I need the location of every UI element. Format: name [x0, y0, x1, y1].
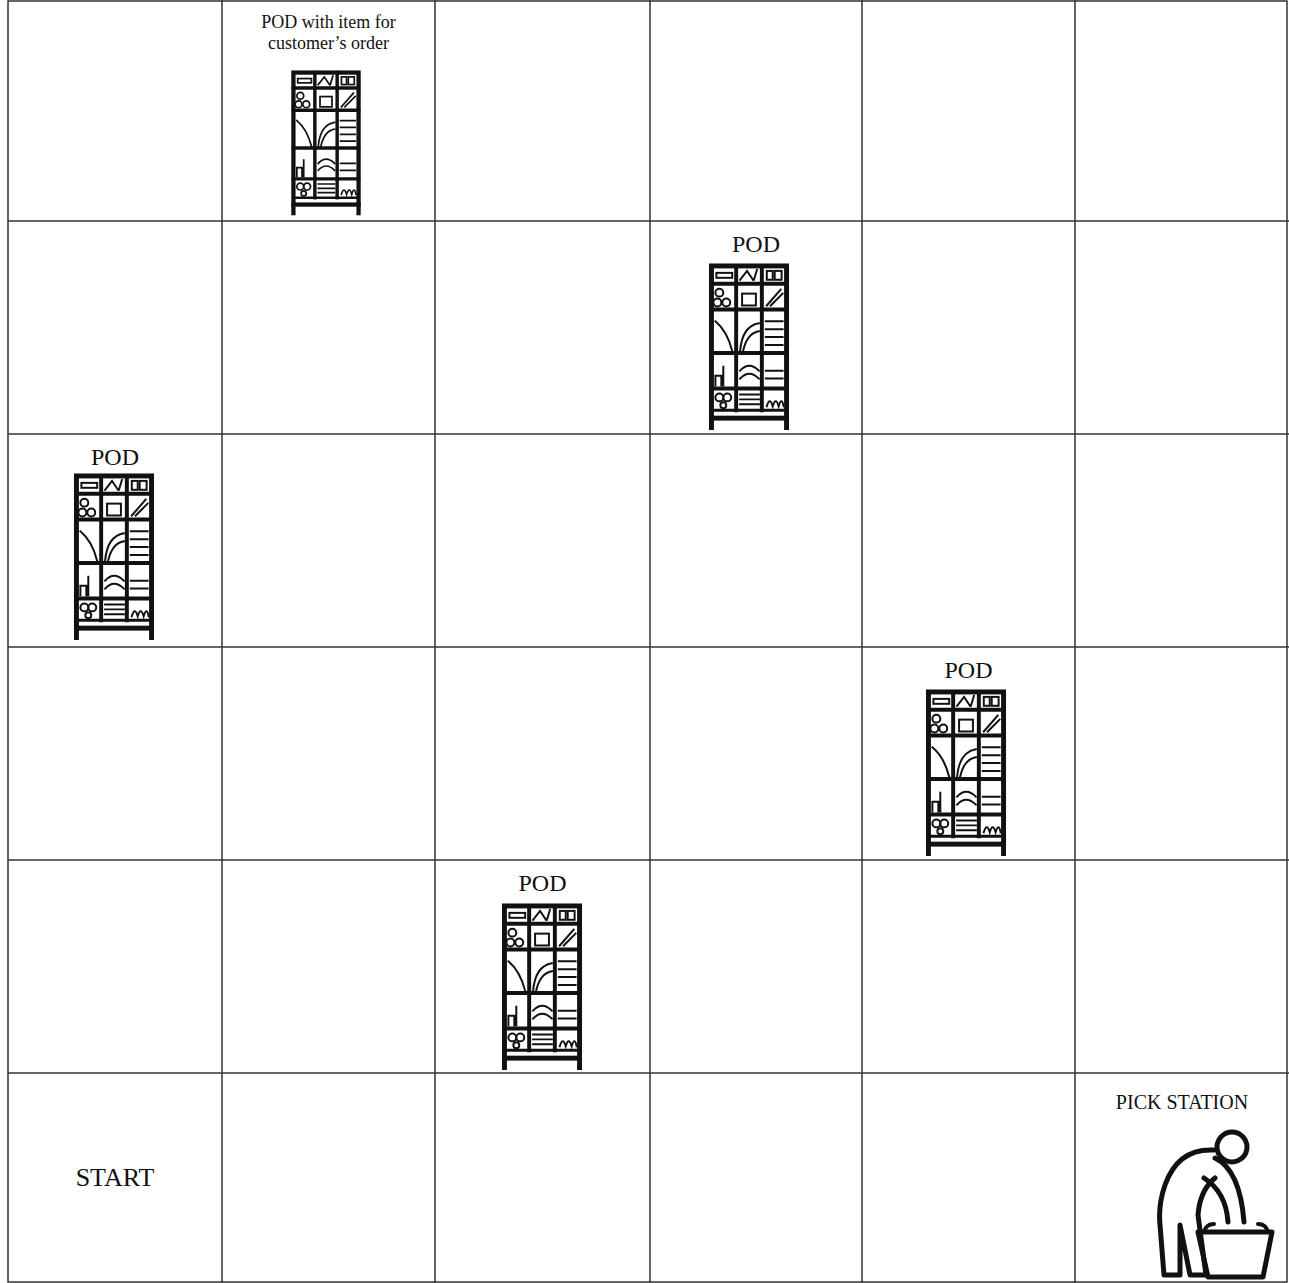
- grid-cell: PICK STATION: [1075, 1073, 1289, 1283]
- grid-cell: START: [8, 1073, 222, 1283]
- pod-icon: [504, 906, 579, 1068]
- pod-icon: [293, 73, 358, 214]
- cell-label: PICK STATION: [1116, 1091, 1248, 1114]
- cell-label: POD: [944, 657, 992, 685]
- grid-cell: POD: [435, 860, 650, 1073]
- pod-icon: [711, 266, 786, 428]
- pod-icon: [76, 476, 151, 638]
- grid-cell: POD: [8, 434, 222, 647]
- grid-cell: POD with item for customer’s order: [222, 0, 435, 221]
- picker-person-icon: [1160, 1132, 1272, 1277]
- grid-lines: [8, 0, 1289, 1283]
- cell-label: POD: [91, 444, 139, 472]
- cell-label: POD: [732, 231, 780, 259]
- cell-label: START: [76, 1163, 155, 1193]
- grid-cell: POD: [650, 221, 862, 434]
- cell-label: POD with item for customer’s order: [241, 12, 417, 53]
- pod-icon: [928, 692, 1003, 854]
- cell-label: POD: [518, 870, 566, 898]
- grid-cell: POD: [862, 647, 1075, 860]
